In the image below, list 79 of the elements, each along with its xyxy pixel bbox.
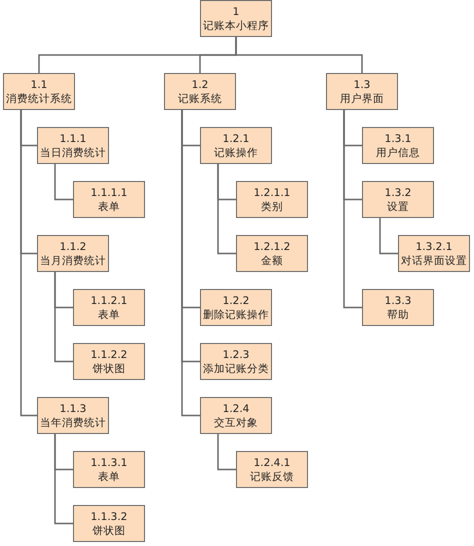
hierarchy-box bbox=[73, 451, 145, 488]
connector-line bbox=[235, 37, 363, 73]
box-number: 1.3 bbox=[354, 78, 370, 92]
box-number: 1.3.2 bbox=[384, 186, 412, 200]
box-number: 1 bbox=[232, 4, 240, 18]
box-label: 交互对象 bbox=[214, 416, 258, 430]
box-label: 饼状图 bbox=[92, 362, 126, 376]
connector-line bbox=[217, 434, 236, 470]
box-label: 表单 bbox=[98, 200, 120, 214]
connector-line bbox=[54, 164, 73, 200]
box-number: 1.1.1.1 bbox=[90, 186, 128, 200]
connector-line bbox=[217, 164, 236, 254]
box-label: 记账操作 bbox=[214, 146, 258, 160]
box-label: 记账反馈 bbox=[250, 470, 294, 484]
box-label: 类别 bbox=[261, 200, 283, 214]
hierarchy-box bbox=[73, 505, 145, 542]
hierarchy-box bbox=[398, 235, 470, 272]
hierarchy-box bbox=[236, 181, 308, 218]
hierarchy-box bbox=[164, 73, 236, 110]
hierarchy-box bbox=[37, 397, 109, 434]
box-number: 1.1.2.1 bbox=[90, 294, 128, 308]
box-label: 帮助 bbox=[387, 308, 409, 322]
hierarchy-box bbox=[236, 451, 308, 488]
box-label: 表单 bbox=[98, 470, 120, 484]
box-number: 1.2.1.2 bbox=[254, 240, 290, 254]
box-number: 1.1.2.2 bbox=[90, 348, 128, 362]
box-number: 1.1.1 bbox=[60, 132, 86, 146]
connector-line bbox=[379, 218, 398, 254]
box-number: 1.2.4 bbox=[222, 402, 250, 416]
hierarchy-box bbox=[73, 343, 145, 380]
hierarchy-box bbox=[200, 0, 272, 37]
hierarchy-box bbox=[362, 289, 434, 326]
box-label: 对话界面设置 bbox=[401, 254, 467, 268]
box-number: 1.3.1 bbox=[384, 132, 412, 146]
box-label: 用户信息 bbox=[376, 146, 420, 160]
box-number: 1.2 bbox=[192, 78, 208, 92]
hierarchy-box bbox=[200, 397, 272, 434]
hierarchy-box bbox=[37, 127, 109, 164]
box-number: 1.2.4.1 bbox=[254, 456, 290, 470]
box-label: 当月消费统计 bbox=[40, 254, 106, 268]
box-label: 记账系统 bbox=[178, 92, 222, 106]
box-number: 1.2.1 bbox=[222, 132, 250, 146]
box-label: 金额 bbox=[261, 254, 283, 268]
hierarchy-box bbox=[200, 127, 272, 164]
box-number: 1.1.2 bbox=[60, 240, 86, 254]
connector-line bbox=[181, 110, 200, 416]
box-label: 记账本小程序 bbox=[203, 18, 269, 32]
box-label: 消费统计系统 bbox=[6, 92, 72, 106]
box-number: 1.2.1.1 bbox=[254, 186, 290, 200]
box-label: 饼状图 bbox=[92, 524, 126, 538]
box-number: 1.1.3.1 bbox=[90, 456, 128, 470]
connector-line bbox=[54, 434, 73, 524]
hierarchy-box bbox=[73, 289, 145, 326]
hierarchy-box bbox=[362, 181, 434, 218]
hierarchy-box bbox=[73, 181, 145, 218]
box-number: 1.1.3.2 bbox=[90, 510, 128, 524]
box-number: 1.2.3 bbox=[222, 348, 250, 362]
box-label: 添加记账分类 bbox=[203, 362, 269, 376]
connector-line bbox=[54, 272, 73, 362]
hierarchy-box bbox=[200, 289, 272, 326]
box-label: 删除记账操作 bbox=[203, 308, 269, 322]
box-label: 当年消费统计 bbox=[40, 416, 106, 430]
box-label: 用户界面 bbox=[340, 92, 384, 106]
hierarchy-box bbox=[326, 73, 398, 110]
box-label: 当日消费统计 bbox=[40, 146, 106, 160]
box-number: 1.1 bbox=[30, 78, 48, 92]
box-number: 1.3.3 bbox=[384, 294, 412, 308]
hierarchy-box bbox=[362, 127, 434, 164]
hierarchy-box bbox=[3, 73, 75, 110]
box-number: 1.3.2.1 bbox=[416, 240, 452, 254]
connector-line bbox=[343, 110, 362, 308]
box-number: 1.2.2 bbox=[222, 294, 250, 308]
connector-line bbox=[20, 110, 37, 416]
box-label: 设置 bbox=[387, 200, 409, 214]
hierarchy-box bbox=[236, 235, 308, 272]
box-number: 1.1.3 bbox=[60, 402, 86, 416]
hierarchy-box bbox=[200, 343, 272, 380]
hierarchy-box bbox=[37, 235, 109, 272]
box-label: 表单 bbox=[98, 308, 120, 322]
